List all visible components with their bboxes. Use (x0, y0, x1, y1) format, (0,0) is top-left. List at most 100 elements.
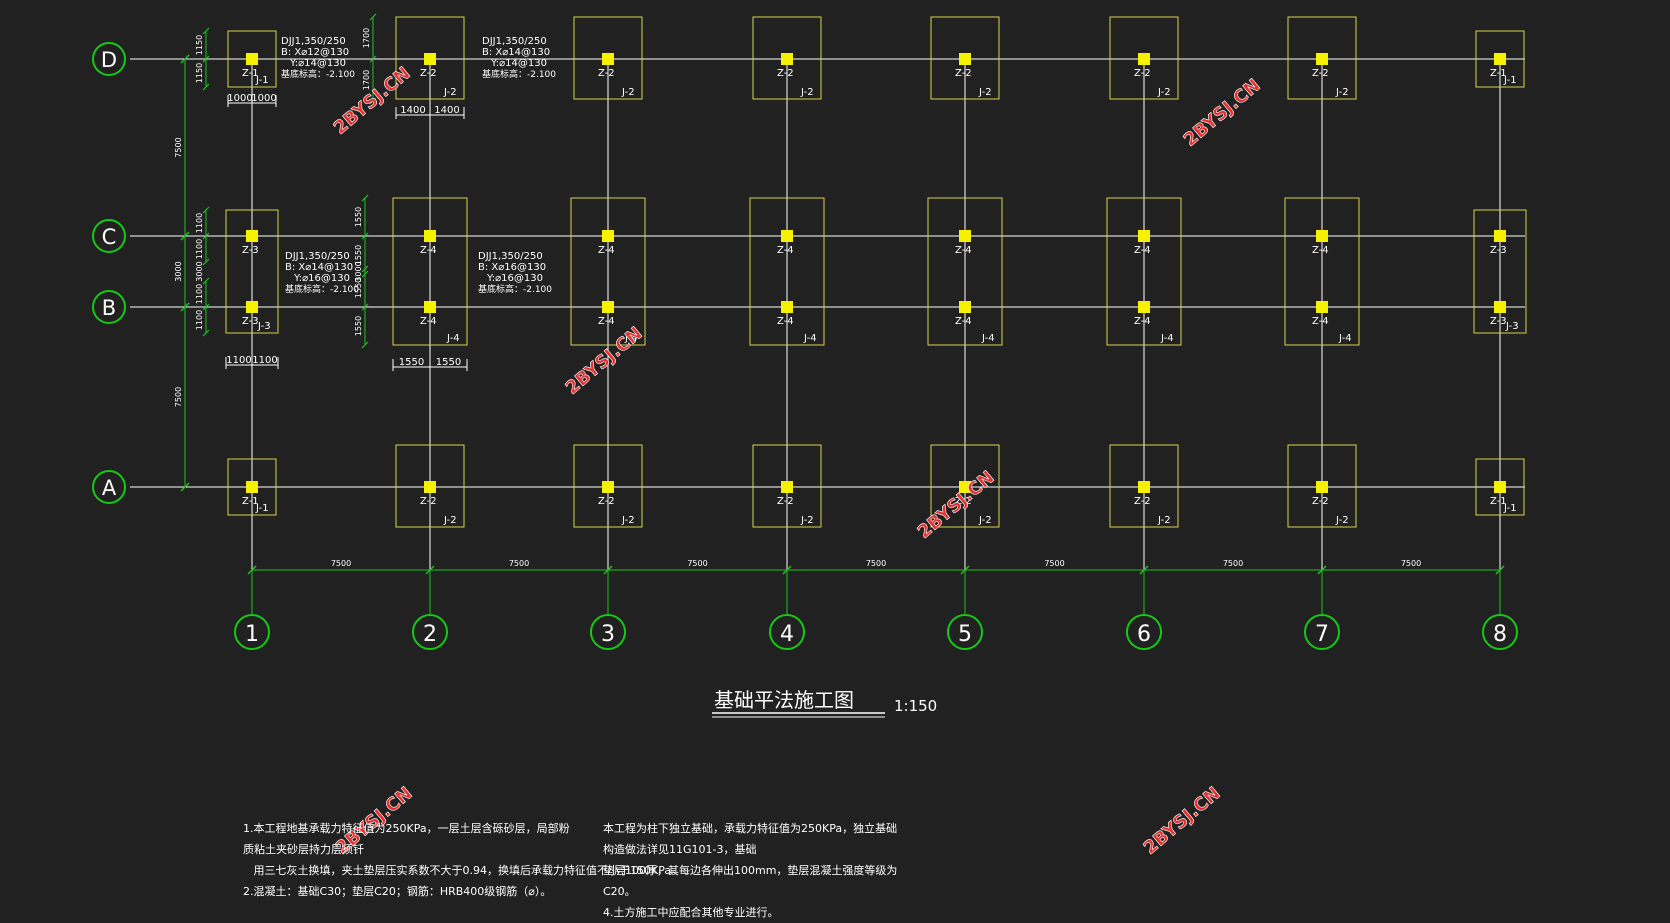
spec-type: DJJ1,350/250 (478, 251, 543, 262)
design-notes-right: 本工程为柱下独立基础，承载力特征值为250KPa，独立基础构造做法详见11G10… (603, 818, 903, 923)
column-label: Z-1 (242, 496, 259, 507)
dimension-tick (361, 194, 369, 202)
grid-lines (130, 58, 1525, 570)
footing-width-label: 1400 (434, 105, 459, 116)
column-Z-4 (424, 230, 436, 242)
footing-half-label: 1100 (195, 239, 204, 259)
column-Z-2 (1138, 53, 1150, 65)
footing-A8 (1475, 458, 1525, 516)
footing-half-label: 1700 (362, 28, 371, 48)
axis-label-7: 7 (1315, 622, 1329, 647)
column-Z-3 (246, 230, 258, 242)
dimension-tick (202, 258, 210, 266)
footing-D3 (573, 16, 643, 100)
column-Z-4 (1138, 301, 1150, 313)
footing-tag: J-2 (443, 515, 457, 526)
axis-label-8: 8 (1493, 622, 1507, 647)
column-Z-4 (959, 301, 971, 313)
axis-label-C: C (102, 225, 117, 249)
drawing-scale: 1:150 (894, 697, 937, 715)
footing-tag: J-1 (255, 75, 269, 86)
column-Z-4 (781, 230, 793, 242)
note-line: 本工程为柱下独立基础，承载力特征值为250KPa，独立基础构造做法详见11G10… (603, 822, 898, 856)
dimension-tick (361, 265, 369, 273)
footing-CB2 (392, 197, 468, 346)
dimension-tick (202, 27, 210, 35)
footing-tag: J-2 (443, 87, 457, 98)
dimension-tick (202, 206, 210, 214)
column-label: Z-4 (420, 245, 437, 256)
footing-tag: J-2 (978, 87, 992, 98)
column-Z-4 (1316, 230, 1328, 242)
footing-tag: J-2 (1157, 515, 1171, 526)
footing-half-label: 1100 (195, 213, 204, 233)
note-line: 4.土方施工中应配合其他专业进行。 (603, 906, 779, 919)
column-label: Z-4 (777, 316, 794, 327)
note-line: 用三七灰土换填，夹土垫层压实系数不大于0.94，换填后承载力特征值不小于150K… (243, 864, 683, 877)
column-label: Z-2 (1312, 496, 1329, 507)
column-Z-2 (424, 53, 436, 65)
footing-tag: J-2 (978, 515, 992, 526)
spec-elevation: 基底标高：-2.100 (281, 68, 355, 80)
axis-label-3: 3 (601, 622, 615, 647)
dimension-tick (369, 55, 377, 63)
column-Z-4 (424, 301, 436, 313)
dimension-tick (202, 329, 210, 337)
footing-half-label: 1550 (354, 245, 363, 265)
column-label: Z-2 (955, 68, 972, 79)
column-Z-3 (1494, 230, 1506, 242)
column-label: Z-2 (777, 68, 794, 79)
dimension-tick (202, 55, 210, 63)
dimension-tick (180, 482, 190, 492)
footing-tag: J-4 (1160, 333, 1174, 344)
column-label: Z-4 (955, 316, 972, 327)
dimension-tick (202, 277, 210, 285)
footing-tag: J-2 (800, 515, 814, 526)
footing-CB3 (570, 197, 646, 346)
spec-rebar-y: Y:⌀14@130 (289, 58, 346, 69)
footing-CB4 (749, 197, 825, 346)
spec-rebar-y: Y:⌀16@130 (293, 273, 350, 284)
footing-A7 (1287, 444, 1357, 528)
axis-bubble-6 (1126, 614, 1162, 650)
spec-rebar-x: B: X⌀12@130 (281, 47, 349, 58)
note-line: 垫层100厚，其每边各伸出100mm，垫层混凝土强度等级为C20。 (603, 864, 898, 898)
axis-label-5: 5 (958, 622, 972, 647)
footing-half-label: 1100 (195, 284, 204, 304)
column-Z-4 (959, 230, 971, 242)
column-spacing-label: 7500 (866, 559, 886, 568)
dimension-tick (202, 83, 210, 91)
axis-bubble-8 (1482, 614, 1518, 650)
footing-A1 (227, 458, 277, 516)
column-label: Z-1 (1490, 68, 1507, 79)
column-Z-3 (1494, 301, 1506, 313)
column-label: Z-2 (1134, 496, 1151, 507)
axis-label-4: 4 (780, 622, 794, 647)
column-label: Z-2 (598, 68, 615, 79)
column-label: Z-4 (598, 316, 615, 327)
footing-tag: J-2 (1157, 87, 1171, 98)
footing-tag: J-2 (1335, 87, 1349, 98)
dimension-tick (361, 341, 369, 349)
design-notes-left: 1.本工程地基承载力特征值为250KPa，一层土层含砾砂层，局部粉质粘土夹砂层持… (243, 818, 683, 902)
column-Z-4 (602, 301, 614, 313)
footing-tag: J-1 (255, 503, 269, 514)
column-Z-2 (424, 481, 436, 493)
footing-CB5 (927, 197, 1003, 346)
footing-CB8 (1473, 209, 1527, 334)
column-label: Z-2 (1312, 68, 1329, 79)
column-Z-2 (959, 53, 971, 65)
footing-CB6 (1106, 197, 1182, 346)
footing-tag: J-1 (1503, 75, 1517, 86)
footing-A4 (752, 444, 822, 528)
axis-bubble-A (92, 470, 126, 504)
column-spacing-label: 7500 (687, 559, 707, 568)
footing-specifications: DJJ1,350/250 B: X⌀12@130Y:⌀14@130基底标高：-2.… (281, 36, 556, 295)
column-label: Z-4 (1134, 245, 1151, 256)
footing-width-label: 1550 (399, 357, 424, 368)
column-Z-4 (781, 301, 793, 313)
spec-rebar-x: B: X⌀14@130 (285, 262, 353, 273)
